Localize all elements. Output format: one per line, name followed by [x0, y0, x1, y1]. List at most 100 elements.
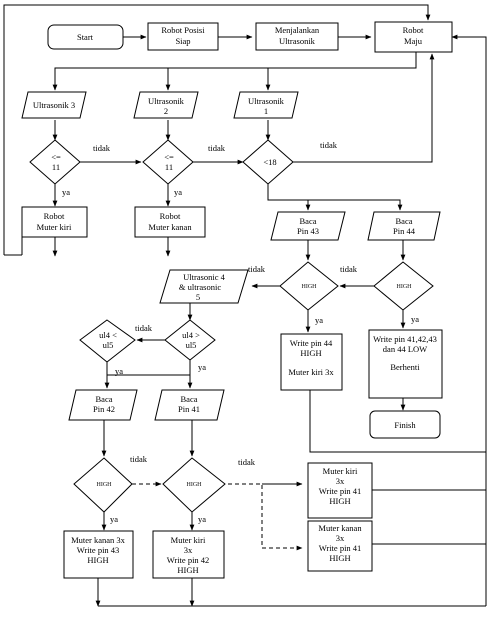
muter-kiri-w41-label-2: 3x [336, 476, 345, 486]
muter-kanan-w41-label-1: Muter kanan [318, 523, 362, 533]
menjalankan-label-1: Menjalankan [275, 25, 320, 35]
arrow-loop-top [3, 4, 431, 255]
ultrasonik3-label: Ultrasonik 3 [33, 100, 75, 110]
cond-ul4-gt-ul5-diamond [164, 319, 216, 361]
muter-kiri-w42-label-1: Muter kiri [171, 535, 206, 545]
muter-kiri-w41-label-3: Write pin 41 [319, 486, 362, 496]
ultrasonic45-label-3: 5 [196, 292, 200, 302]
baca-pin41-io [154, 389, 225, 421]
line-write44-return [309, 390, 486, 453]
robot-muter-kanan-label-1: Robot [160, 211, 181, 221]
start-terminal [47, 24, 124, 50]
edge-labels: tidak tidak tidak tidak tidak tidak tida… [62, 140, 419, 524]
cond-lt18-diamond [242, 139, 294, 185]
cond-ul4-lt-ul5-diamond [79, 319, 136, 363]
edge-ya-1: ya [62, 187, 70, 197]
arrow-cond1-tidak [293, 53, 435, 163]
baca-pin42-label-1: Baca [96, 394, 113, 404]
cond-high44-label: HIGH [397, 284, 413, 290]
robot-muter-kiri-label-2: Muter kiri [37, 222, 72, 232]
cond-lt-label-2: ul5 [103, 340, 114, 350]
cond-high42-label: HIGH [97, 482, 113, 488]
muter-kiri-w41-label-4: HIGH [329, 496, 350, 506]
edge-ya-5: ya [115, 366, 123, 376]
ultrasonik2-label-2: 2 [164, 106, 168, 116]
menjalankan-label-2: Ultrasonik [279, 36, 316, 46]
baca-pin43-label-2: Pin 43 [297, 226, 319, 236]
cond-le11-b-diamond [142, 139, 194, 185]
berhenti-label: Berhenti [390, 362, 420, 372]
edge-tidak-8: tidak [238, 457, 256, 467]
ultrasonic45-label-1: Ultrasonic 4 [183, 272, 226, 282]
edge-tidak-2: tidak [208, 143, 226, 153]
ultrasonik1-io [233, 91, 299, 119]
write-pins-low-box [368, 329, 443, 399]
edge-ya-4: ya [411, 314, 419, 324]
robot-posisi-siap-label-1: Robot Posisi [161, 25, 205, 35]
muter-kanan-w41-label-3: Write pin 41 [319, 543, 362, 553]
baca-pin43-label-1: Baca [300, 216, 317, 226]
muter-kiri-w42-label-3: Write pin 42 [167, 555, 210, 565]
muter-kanan-w41-label-4: HIGH [329, 553, 350, 563]
edge-tidak-1: tidak [93, 143, 111, 153]
connectors [3, 4, 487, 607]
edge-ya-7: ya [110, 514, 118, 524]
muter-kanan-write41-box [307, 520, 373, 572]
muter-kiri-w42-label-2: 3x [184, 545, 193, 555]
baca-pin41-label-1: Baca [181, 394, 198, 404]
arrow-maju-to-us3 [52, 52, 417, 91]
baca-pin44-label-1: Baca [396, 216, 413, 226]
robot-maju-box [374, 21, 453, 53]
write-pin44-high-box [280, 333, 343, 391]
cond-lt18-label: <18 [263, 157, 276, 167]
edge-tidak-7: tidak [130, 454, 148, 464]
shapes [21, 21, 453, 579]
robot-muter-kanan-box [134, 206, 206, 238]
robot-muter-kiri-box [21, 206, 88, 238]
edge-ya-6: ya [198, 362, 206, 372]
muter-kanan-w43-label-2: Write pin 43 [77, 545, 120, 555]
arrow-high41-dash [228, 483, 303, 551]
write44-label-3: Muter kiri 3x [288, 367, 334, 377]
edge-tidak-6: tidak [135, 323, 153, 333]
edge-ya-2: ya [174, 187, 182, 197]
ultrasonik3-io [21, 91, 87, 119]
edge-tidak-5: tidak [340, 264, 358, 274]
muter-kiri-w41-label-1: Muter kiri [323, 466, 358, 476]
write44-label-2: HIGH [300, 348, 321, 358]
cond-high41-label: HIGH [187, 482, 203, 488]
arrow-right-return [451, 34, 487, 606]
robot-posisi-siap-box [147, 22, 219, 51]
edge-ya-3: ya [315, 315, 323, 325]
cond-le11-a-label-2: 11 [52, 162, 60, 172]
arrow-lt18-to-pin44 [267, 184, 403, 211]
robot-muter-kiri-label-1: Robot [44, 211, 65, 221]
muter-kanan-w43-label-1: Muter kanan 3x [71, 535, 126, 545]
baca-pin43-io [270, 211, 346, 241]
baca-pin41-label-2: Pin 41 [178, 404, 200, 414]
cond-high43-diamond [279, 261, 339, 311]
robot-muter-kanan-label-2: Muter kanan [148, 222, 192, 232]
start-label: Start [77, 32, 94, 42]
menjalankan-ultrasonik-box [255, 22, 339, 51]
muter-kiri-w42-label-4: HIGH [177, 565, 198, 575]
cond-lt-label-1: ul4 < [99, 330, 117, 340]
finish-label: Finish [394, 420, 416, 430]
baca-pin44-io [367, 211, 441, 241]
robot-posisi-siap-label-2: Siap [175, 36, 190, 46]
ultrasonik1-label-1: Ultrasonik [248, 96, 285, 106]
muter-kanan-w43-label-3: HIGH [87, 555, 108, 565]
cond-le11-b-label-2: 11 [165, 162, 173, 172]
write44-label-1: Write pin 44 [290, 338, 333, 348]
muter-kiri-write42-box [152, 530, 225, 579]
write-low-label-2: dan 44 LOW [383, 344, 427, 354]
cond-high44-diamond [373, 261, 434, 311]
muter-kanan-write43-box [63, 530, 134, 579]
cond-le11-a-label-1: <= [51, 152, 61, 162]
ultrasonic45-io [159, 269, 249, 304]
baca-pin44-label-2: Pin 44 [393, 226, 416, 236]
muter-kanan-w41-label-2: 3x [336, 533, 345, 543]
ultrasonic45-label-2: & ultrasonic [179, 282, 221, 292]
cond-high41-diamond [162, 457, 226, 513]
cond-le11-a-diamond [29, 139, 81, 185]
